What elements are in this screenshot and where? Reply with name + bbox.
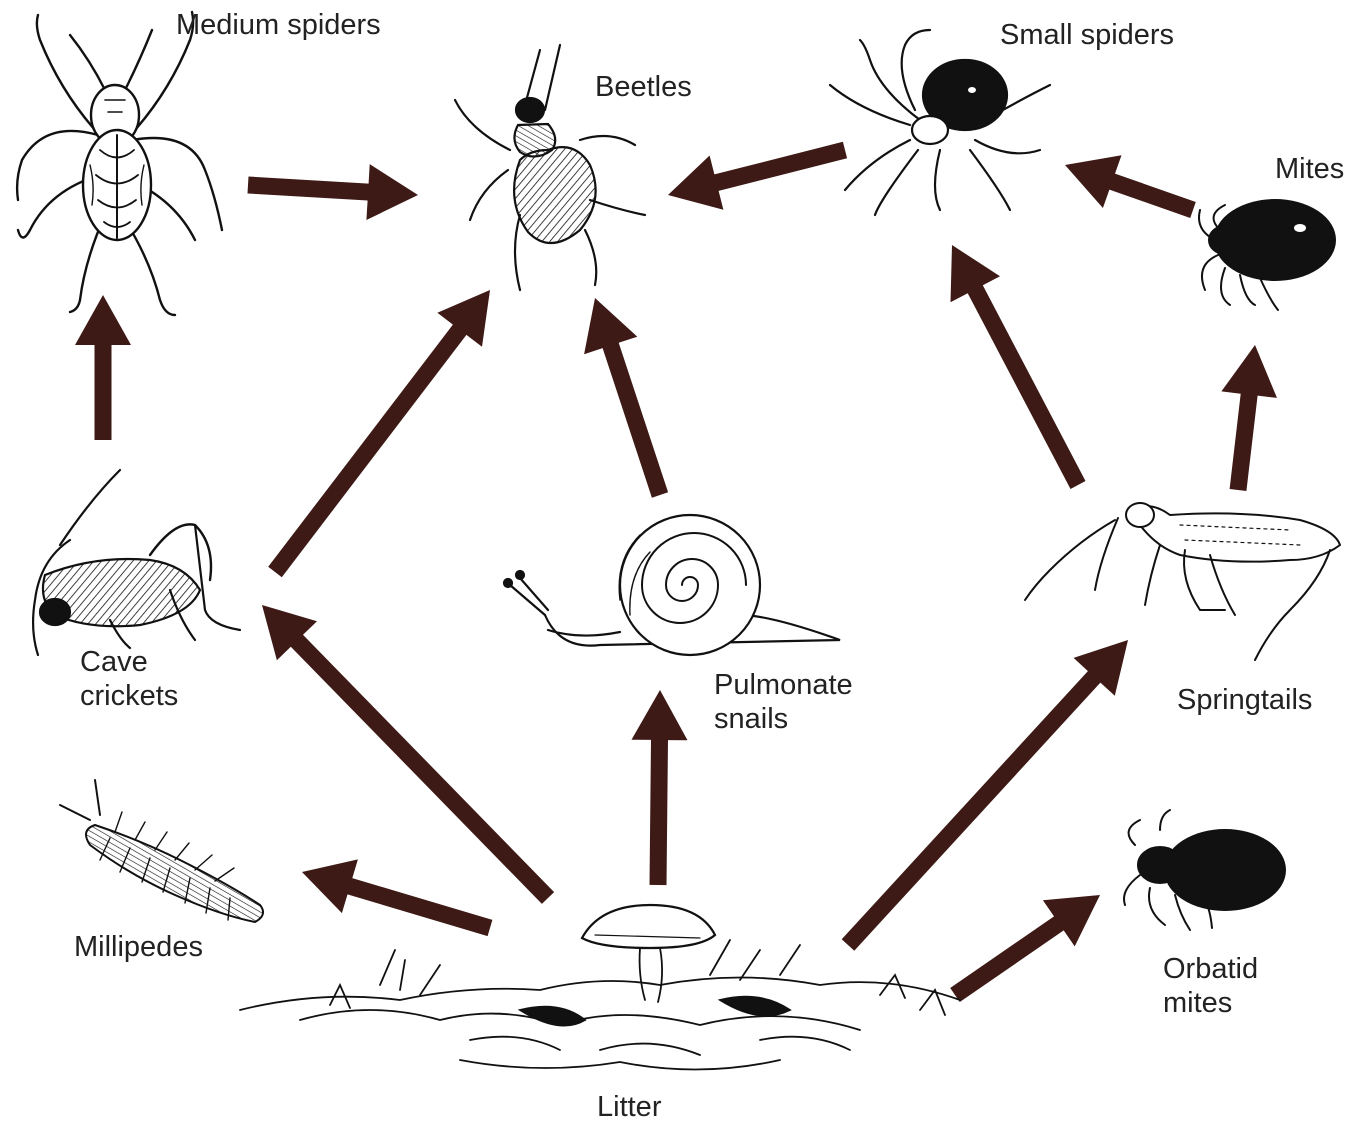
label-millipedes: Millipedes	[74, 930, 203, 964]
label-pulmonate-snails: Pulmonate snails	[714, 668, 853, 736]
arrow-litter-to-orbatid-mites	[950, 895, 1100, 1002]
cave-cricket-illustration	[33, 470, 240, 655]
small-spider-illustration	[830, 30, 1050, 215]
orbatid-mite-illustration	[1124, 810, 1285, 930]
arrow-litter-to-pulmonate-snails	[632, 690, 688, 885]
medium-spider-illustration	[17, 12, 222, 315]
arrow-pulmonate-snails-to-beetles	[584, 298, 668, 498]
mite-illustration	[1199, 200, 1335, 310]
label-beetles: Beetles	[595, 70, 692, 104]
arrow-cave-crickets-to-medium-spiders	[75, 295, 131, 440]
label-cave-crickets: Cave crickets	[80, 645, 178, 713]
snail-illustration	[504, 515, 840, 655]
label-pulmonate-snails-line1: Pulmonate	[714, 668, 853, 702]
label-medium-spiders: Medium spiders	[176, 8, 381, 42]
arrow-litter-to-millipedes	[302, 859, 492, 936]
label-pulmonate-snails-line2: snails	[714, 702, 853, 736]
arrow-springtails-to-mites	[1221, 345, 1277, 491]
millipede-illustration	[60, 780, 263, 922]
label-small-spiders: Small spiders	[1000, 18, 1174, 52]
arrow-litter-to-cave-crickets	[262, 605, 554, 904]
label-springtails: Springtails	[1177, 683, 1312, 717]
label-orbatid-mites-line1: Orbatid	[1163, 952, 1258, 986]
arrow-springtails-to-small-spiders	[951, 245, 1086, 489]
label-cave-crickets-line1: Cave	[80, 645, 178, 679]
label-litter: Litter	[597, 1090, 661, 1124]
arrow-mites-to-small-spiders	[1065, 155, 1196, 218]
springtail-illustration	[1025, 503, 1340, 660]
label-mites: Mites	[1275, 152, 1344, 186]
arrow-cave-crickets-to-beetles	[268, 290, 490, 577]
label-orbatid-mites: Orbatid mites	[1163, 952, 1258, 1020]
arrow-medium-spiders-to-beetles	[248, 164, 419, 220]
label-orbatid-mites-line2: mites	[1163, 986, 1258, 1020]
arrow-small-spiders-to-beetles	[668, 142, 847, 210]
label-cave-crickets-line2: crickets	[80, 679, 178, 713]
